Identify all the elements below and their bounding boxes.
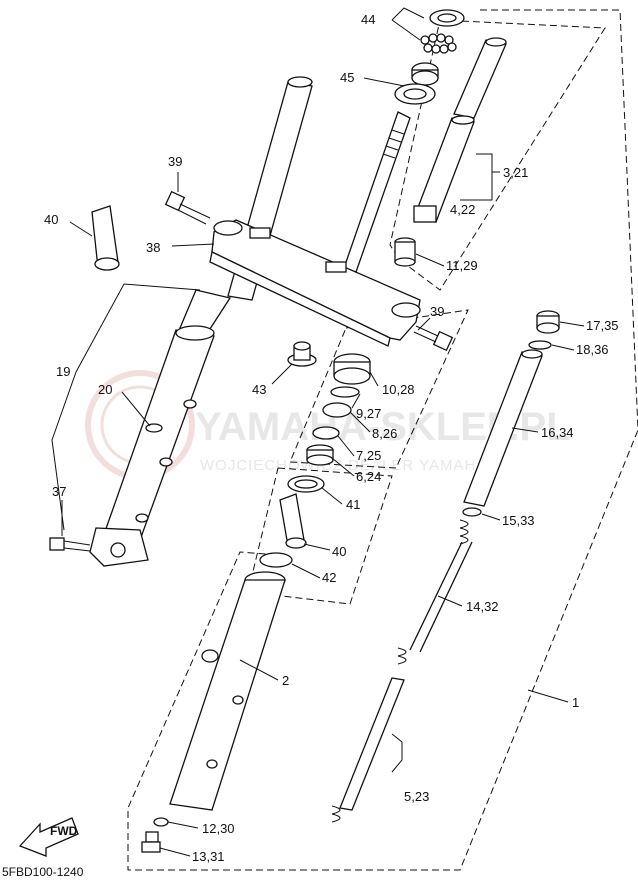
callout-41: 41 <box>346 497 360 512</box>
callout-6-24: 6,24 <box>356 469 381 484</box>
spacer-bushing <box>394 237 416 267</box>
diagram-code: 5FBD100-1240 <box>2 865 84 879</box>
callout-10-28: 10,28 <box>382 382 415 397</box>
callout-19: 19 <box>56 364 70 379</box>
callout-labels: 44 45 39 40 38 19 20 37 43 39 10,28 9,27… <box>44 12 619 864</box>
lower-seal-group-outline <box>247 467 393 605</box>
callout-14-32: 14,32 <box>466 599 499 614</box>
inner-tube <box>413 115 475 223</box>
pinch-bolt-left <box>164 190 211 225</box>
callout-44: 44 <box>361 12 375 27</box>
watermark-subtitle: WOJCIECHOWICZ DEALER YAMAHA <box>200 457 487 474</box>
lower-bracket <box>209 219 421 347</box>
callout-5-23: 5,23 <box>404 789 429 804</box>
fork-cap-bolt <box>536 310 560 334</box>
fwd-label: FWD <box>50 824 78 838</box>
leader-lines <box>51 7 585 857</box>
callout-15-33: 15,33 <box>502 513 535 528</box>
right-outer-tube <box>169 571 286 811</box>
callout-43: 43 <box>252 382 266 397</box>
callout-17-35: 17,35 <box>586 318 619 333</box>
callout-20: 20 <box>98 382 112 397</box>
callout-16-34: 16,34 <box>541 425 574 440</box>
collar <box>287 341 317 367</box>
pinch-bolt-right <box>413 325 454 352</box>
left-outer-tube <box>89 289 232 567</box>
damper-rod <box>331 677 405 823</box>
callout-38: 38 <box>146 240 160 255</box>
dust-seal <box>287 475 325 493</box>
callout-1: 1 <box>572 695 579 710</box>
o-ring <box>528 340 552 350</box>
bearing-balls <box>420 33 457 54</box>
callout-4-22: 4,22 <box>450 202 475 217</box>
retaining-ring <box>259 552 293 568</box>
bottom-bolt <box>141 831 161 853</box>
upper-bearing-race <box>429 9 465 27</box>
callout-8-26: 8,26 <box>372 426 397 441</box>
dust-seal-ring <box>394 83 436 105</box>
fork-cover-lower <box>279 493 307 549</box>
callout-2: 2 <box>282 673 289 688</box>
callout-39-right: 39 <box>430 304 444 319</box>
seal-group-outline <box>289 309 469 469</box>
callout-45: 45 <box>340 70 354 85</box>
washer <box>153 817 169 827</box>
callout-37: 37 <box>52 484 66 499</box>
lower-bearing-race <box>411 62 439 86</box>
fwd-arrow-icon: FWD <box>18 817 79 857</box>
outer-tube-group-outline <box>389 19 606 291</box>
callout-42: 42 <box>322 570 336 585</box>
callout-12-30: 12,30 <box>202 821 235 836</box>
spring-seat <box>462 507 482 517</box>
callout-3-21: 3,21 <box>503 165 528 180</box>
fork-assembly-outline <box>127 9 638 871</box>
spacer-tube <box>463 349 543 507</box>
callout-40-lower: 40 <box>332 544 346 559</box>
fork-cover-upper <box>91 205 120 271</box>
drain-bolt <box>49 537 91 552</box>
callout-18-36: 18,36 <box>576 342 609 357</box>
callout-39-left: 39 <box>168 154 182 169</box>
callout-7-25: 7,25 <box>356 448 381 463</box>
inner-tube-upper <box>453 37 507 119</box>
fork-spring <box>397 519 473 665</box>
callout-40-upper: 40 <box>44 212 58 227</box>
callout-11-29: 11,29 <box>446 258 478 273</box>
oil-seal-stack <box>306 353 371 466</box>
callout-13-31: 13,31 <box>192 849 225 864</box>
callout-9-27: 9,27 <box>356 406 381 421</box>
